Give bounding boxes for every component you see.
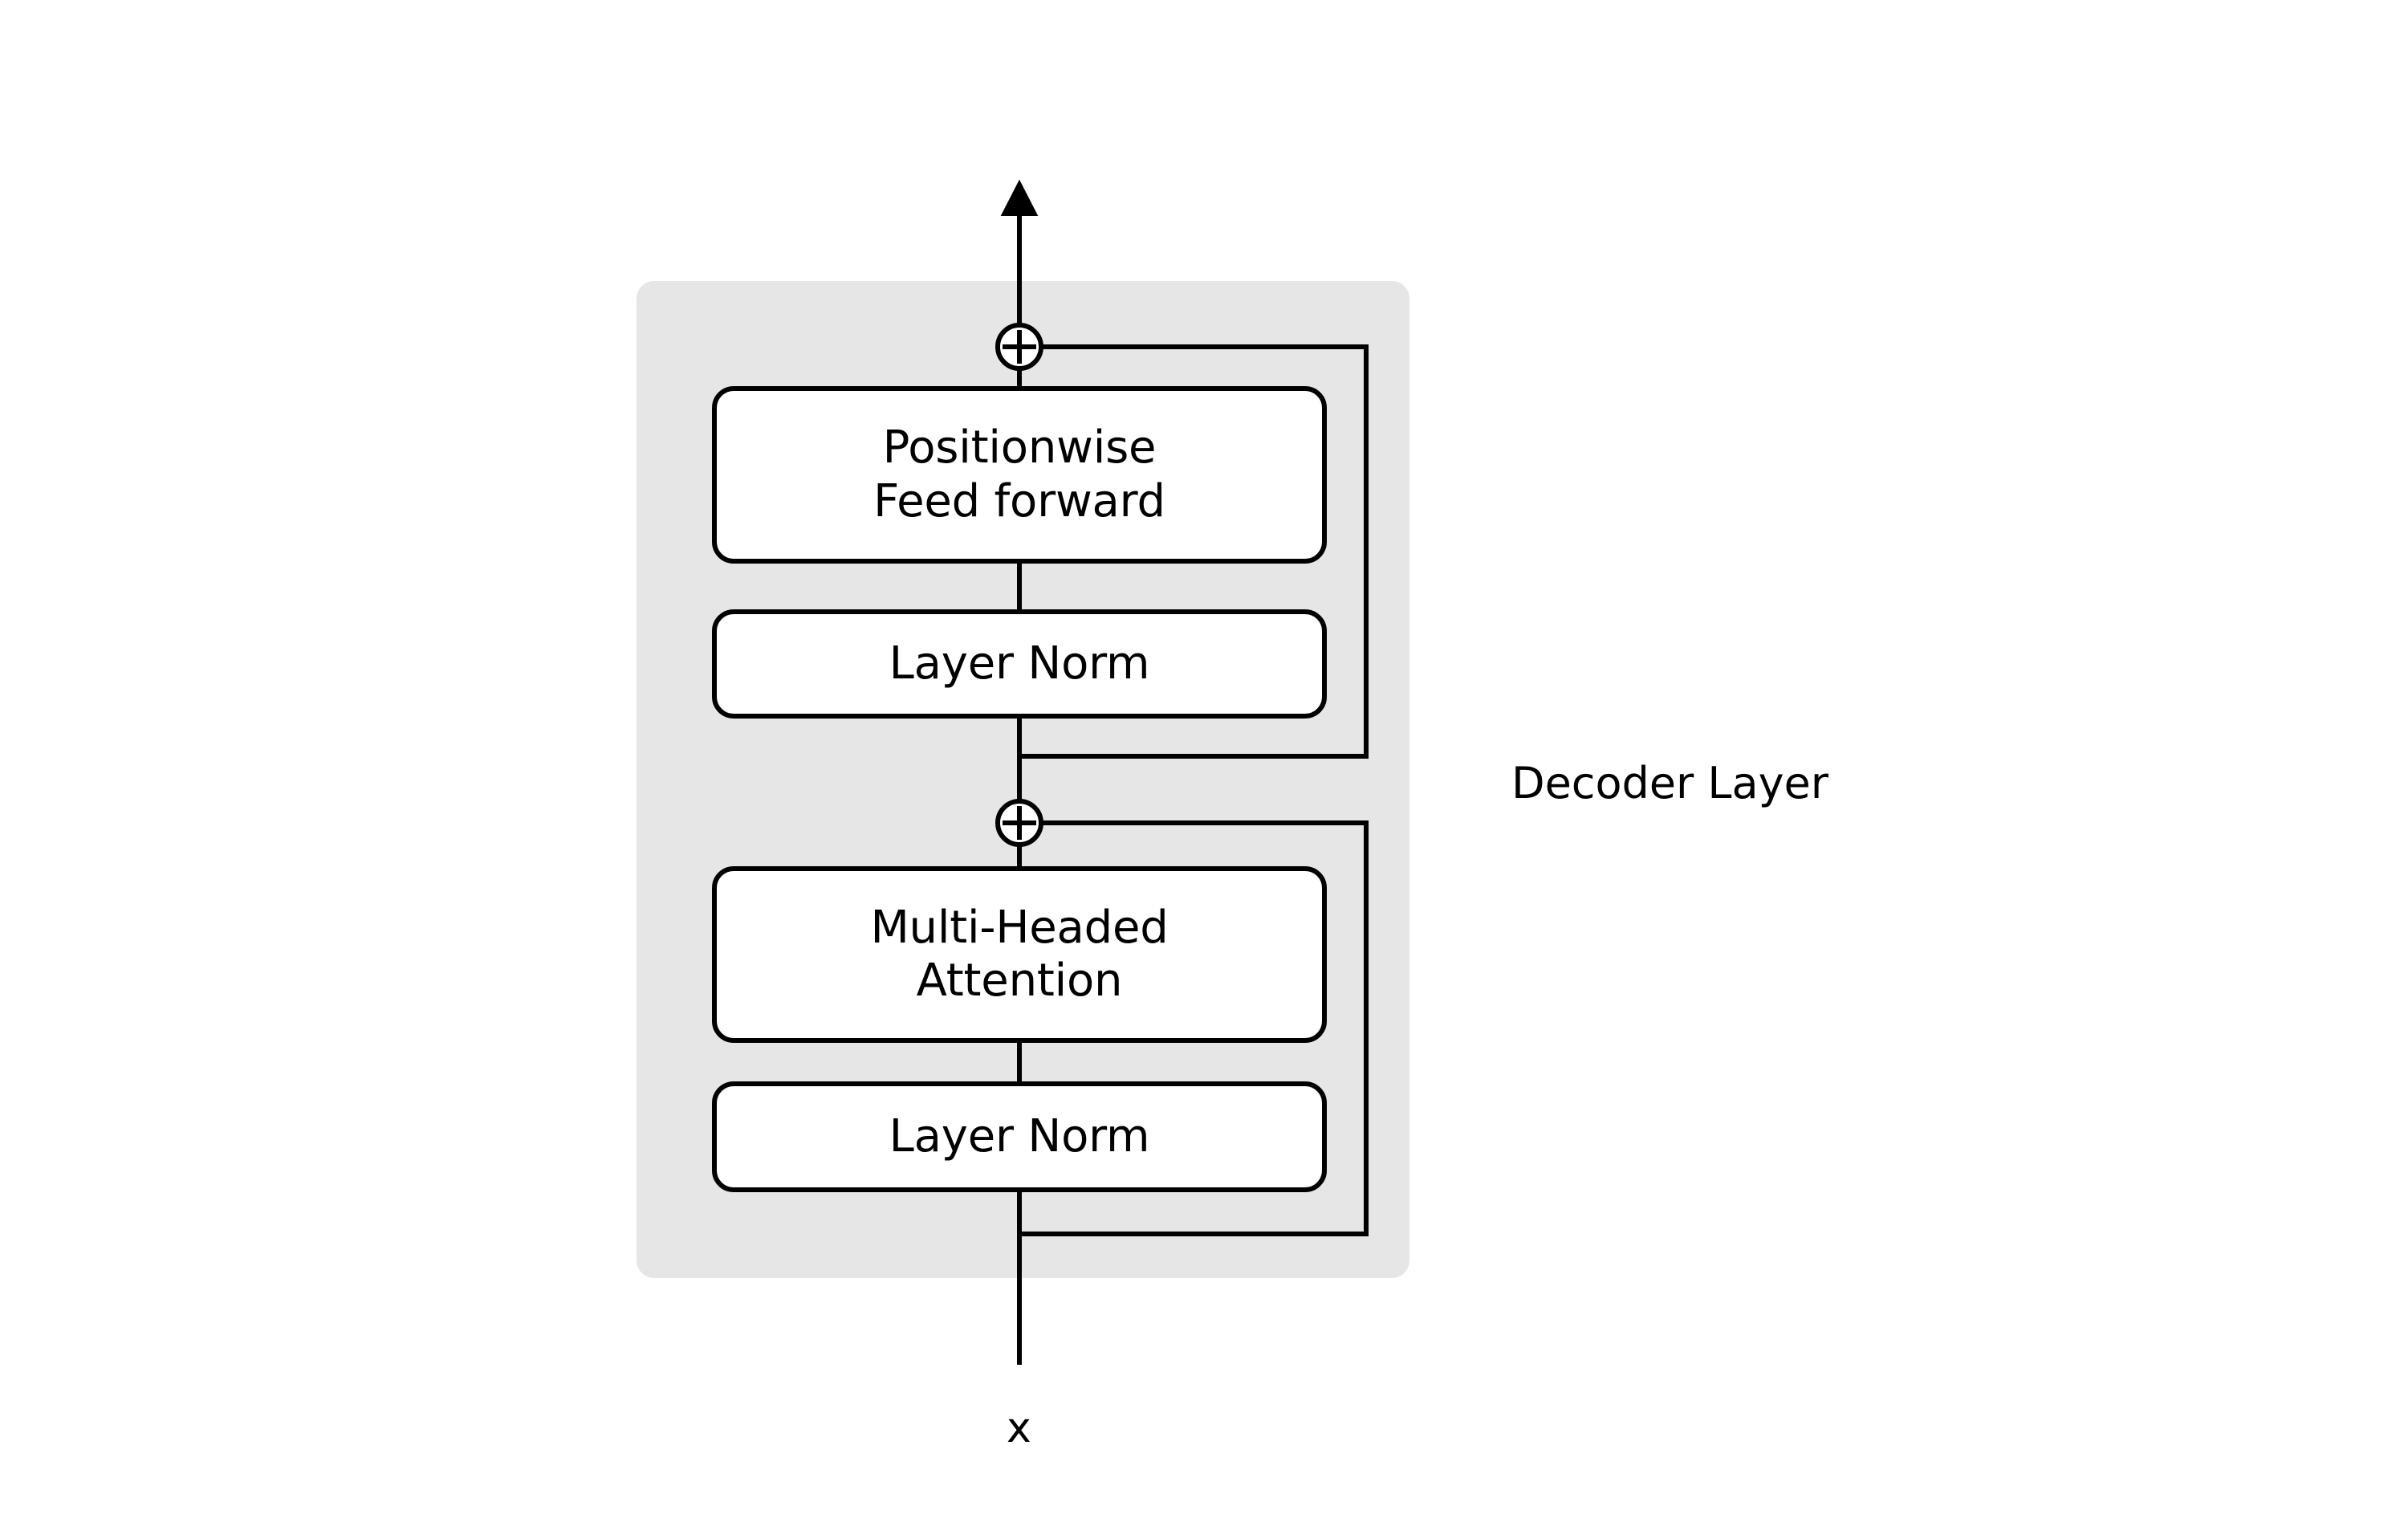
input-variable-label: x (1007, 1404, 1031, 1452)
block-multi-headed-attention[interactable] (712, 866, 1327, 1043)
adder-upper[interactable] (995, 323, 1043, 371)
adder-lower[interactable] (995, 799, 1043, 847)
block-positionwise-feed-forward[interactable] (712, 386, 1327, 564)
residual-connection-lower (1019, 820, 1369, 1236)
decoder-layer-caption: Decoder Layer (1511, 758, 1828, 808)
block-layer-norm-upper[interactable] (712, 609, 1327, 719)
residual-connection-upper (1019, 344, 1369, 759)
block-layer-norm-lower[interactable] (712, 1081, 1327, 1192)
